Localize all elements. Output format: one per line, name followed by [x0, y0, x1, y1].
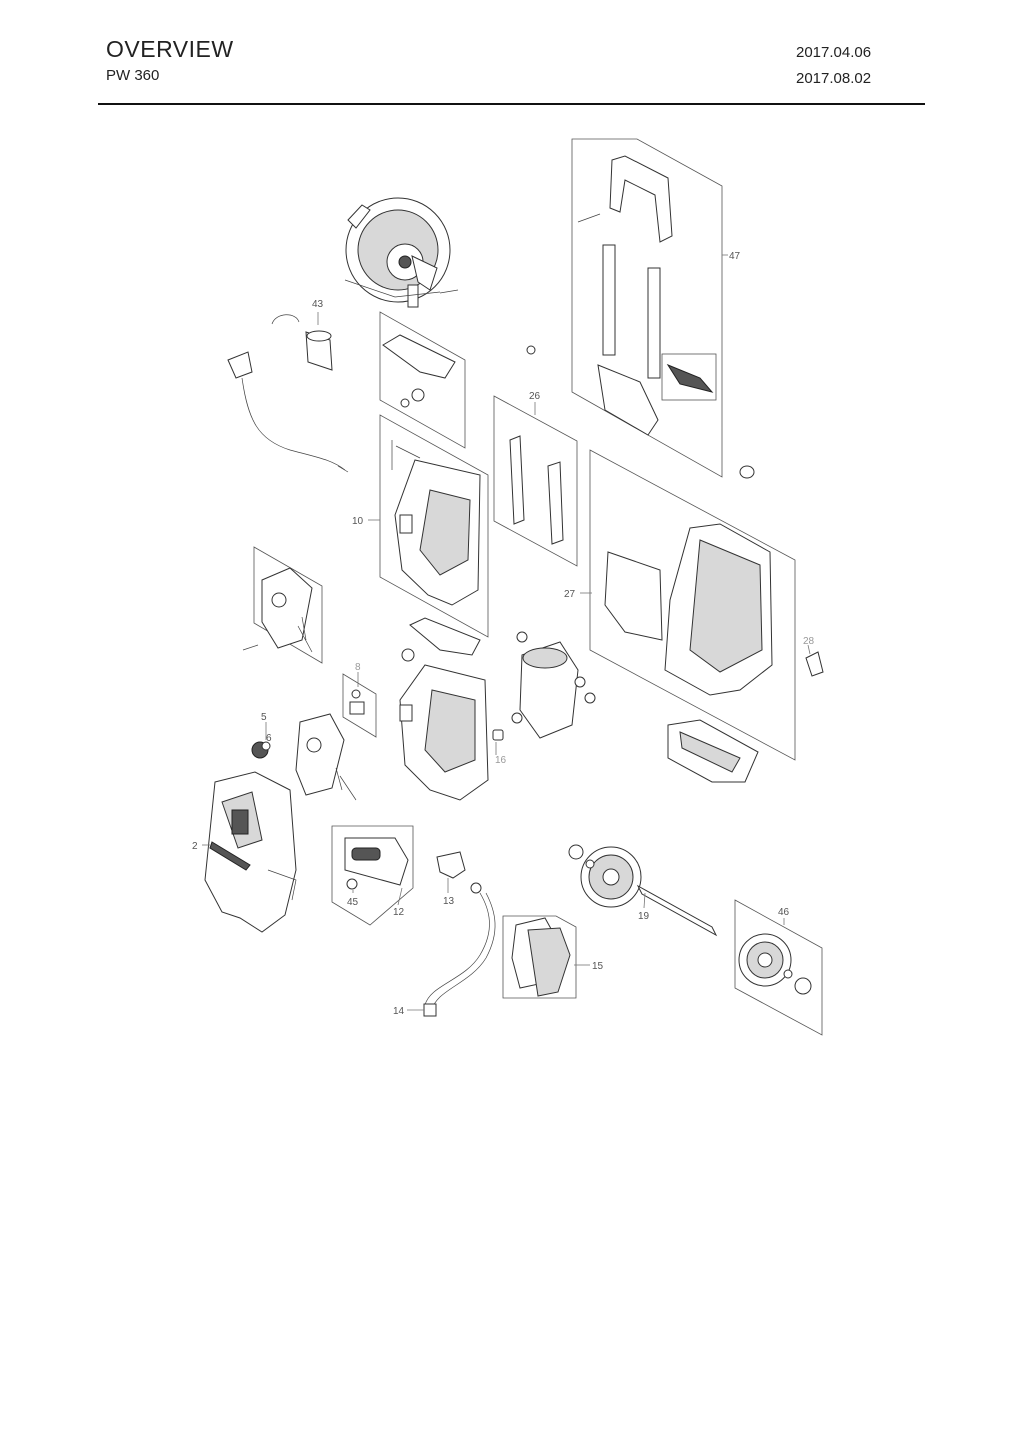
label-27: 27 [564, 589, 576, 600]
frame-tube-group [493, 395, 578, 567]
motor [511, 631, 596, 739]
label-14: 14 [393, 1006, 405, 1017]
label-43: 43 [312, 299, 324, 310]
part-8-component [349, 689, 365, 715]
tubes-part-26 [509, 435, 564, 545]
handle-part-47 [526, 155, 755, 479]
label-15: 15 [592, 961, 604, 972]
cover-part-15 [511, 917, 571, 997]
label-8: 8 [355, 662, 361, 673]
fitting-part-16 [492, 729, 504, 741]
date-revised: 2017.08.02 [796, 70, 872, 87]
front-panel [295, 713, 357, 801]
top-panel [382, 334, 456, 408]
label-13: 13 [443, 896, 455, 907]
housing-part-10 [391, 440, 481, 606]
page-title: OVERVIEW [106, 36, 234, 62]
middle-lid [409, 617, 481, 656]
hose-reel [344, 197, 459, 308]
label-12: 12 [393, 907, 405, 918]
filter-part-12 [344, 837, 409, 890]
power-cord [227, 351, 349, 473]
side-cover [242, 567, 313, 653]
chassis-part-27 [604, 523, 773, 696]
label-2: 2 [192, 841, 198, 852]
label-19: 19 [638, 911, 650, 922]
clip-part-28 [805, 651, 824, 677]
main-body-part-2 [204, 771, 297, 933]
frame-part12 [331, 825, 414, 926]
label-46: 46 [778, 907, 790, 918]
label-26: 26 [529, 391, 541, 402]
frame-part46 [734, 899, 823, 1036]
wheel-right-part-46 [738, 933, 812, 995]
knob-part-5-6 [251, 741, 271, 759]
base-tray [667, 719, 759, 783]
cap-part-13 [436, 851, 466, 879]
frame-chassis-group [589, 449, 796, 761]
label-47: 47 [729, 251, 741, 262]
label-16: 16 [495, 755, 507, 766]
pump-housing [399, 648, 489, 801]
frame-part15 [502, 915, 577, 999]
model-name: PW 360 [106, 67, 160, 84]
label-5: 5 [261, 712, 267, 723]
label-28: 28 [803, 636, 815, 647]
label-6: 6 [266, 733, 272, 744]
connector-part-43 [271, 314, 333, 371]
header-rule [98, 103, 925, 105]
label-45: 45 [347, 897, 359, 908]
frame-housing-group [379, 414, 489, 638]
axle-part-19 [636, 884, 718, 937]
wheel-left [568, 844, 642, 908]
frame-cover-group [253, 546, 323, 664]
frame-handle-group [571, 138, 723, 478]
frame-panel-group [379, 311, 466, 449]
label-10: 10 [352, 516, 364, 527]
frame-part8 [342, 673, 377, 738]
date-created: 2017.04.06 [796, 44, 872, 61]
hose-part-14 [423, 882, 496, 1017]
